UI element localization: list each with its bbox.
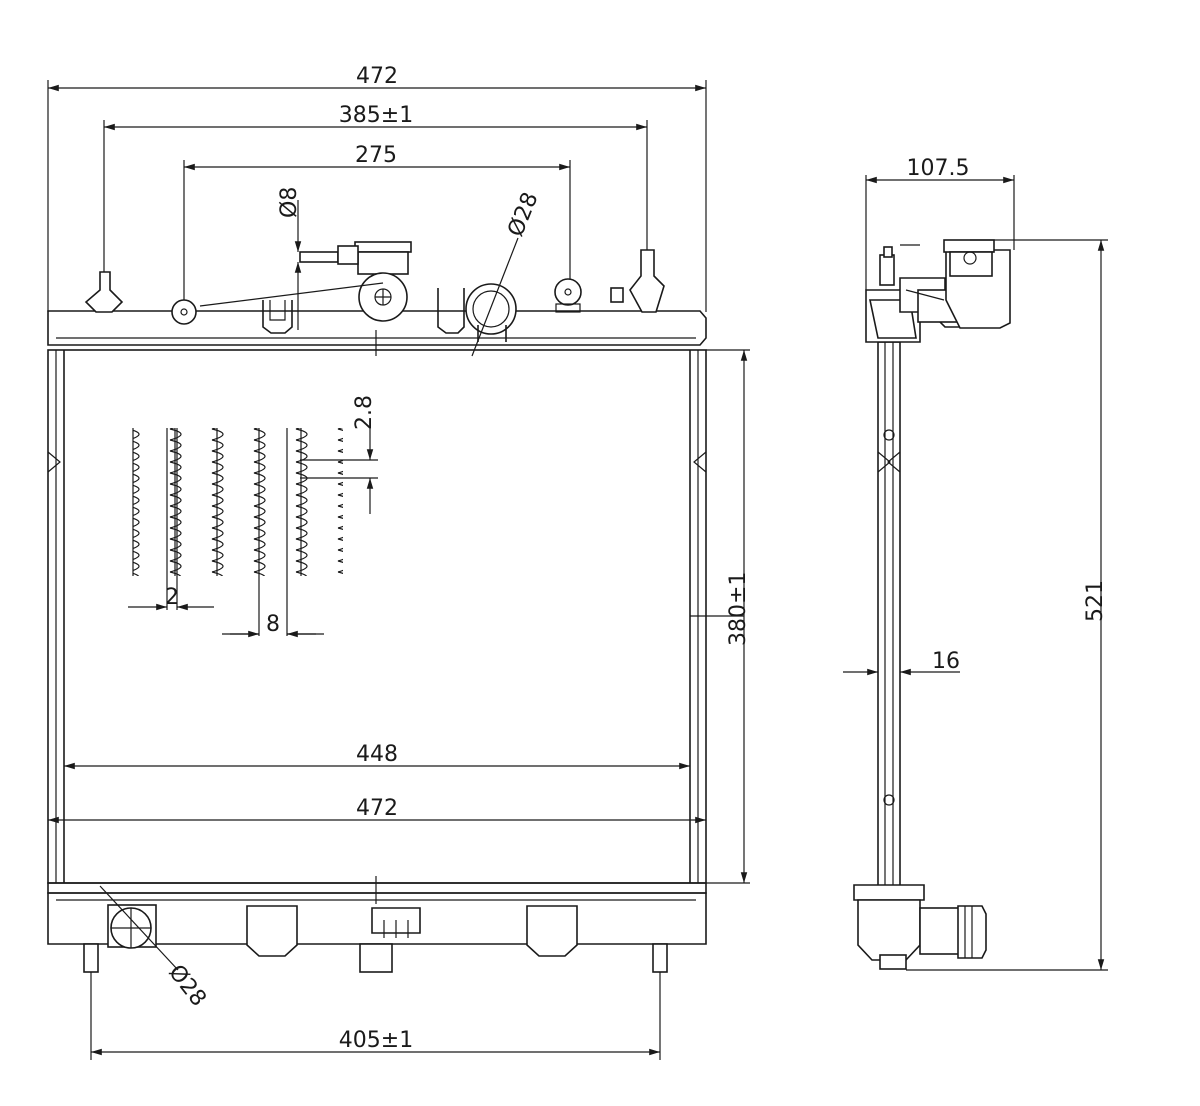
side-view: 107.5 521 16 — [843, 156, 1108, 971]
dim-472-mid-label: 472 — [356, 796, 398, 821]
side-bottom-tank — [853, 884, 987, 970]
dim-mount-pin-spacing: 385±1 — [103, 103, 648, 272]
dim-overall-width-top: 472 — [47, 64, 707, 312]
bottom-pin-right — [652, 943, 668, 973]
tube-pitch-label: 8 — [266, 612, 280, 637]
dim-d8-label: Ø8 — [277, 187, 302, 218]
dim-outlet-pipe-diameter: Ø8 — [277, 187, 302, 330]
bracket-right — [437, 288, 465, 334]
bottom-pin-left — [83, 943, 99, 973]
dim-107-label: 107.5 — [907, 156, 970, 181]
side-top-tank — [865, 239, 1011, 343]
radiator-core: 2.8 2 8 — [47, 330, 707, 904]
dim-core-height: 380±1 — [690, 349, 751, 884]
bottom-tank — [47, 882, 707, 973]
inlet-pipe-top — [465, 283, 517, 342]
dim-bottom-pin-spacing: 405±1 — [90, 972, 661, 1060]
dim-275-label: 275 — [355, 143, 397, 168]
tube-gap-label: 2 — [165, 585, 179, 610]
filler-cap — [299, 241, 412, 322]
fin-detail — [132, 428, 343, 636]
top-tank — [47, 241, 707, 346]
dim-d28-top-label: Ø28 — [503, 189, 543, 240]
dim-472-top-label: 472 — [356, 64, 398, 89]
dim-521-label: 521 — [1083, 580, 1108, 622]
mount-pin-left — [84, 271, 124, 313]
dim-core-width: 448 — [64, 742, 690, 770]
dim-side-height: 521 — [906, 239, 1108, 971]
dim-tank-width: 472 — [48, 796, 706, 824]
fin-pitch-label: 2.8 — [352, 395, 377, 430]
small-fitting — [610, 287, 624, 303]
mount-pin-right — [629, 249, 665, 313]
bracket-left — [262, 300, 293, 334]
outlet-pipe-bottom — [107, 904, 157, 949]
mount-block-left — [246, 905, 298, 957]
dim-16-label: 16 — [932, 649, 960, 674]
dim-385-label: 385±1 — [339, 103, 413, 128]
dim-380-label: 380±1 — [726, 572, 751, 646]
dim-d28-bottom-label: Ø28 — [163, 960, 211, 1011]
front-view: 2.8 2 8 — [47, 64, 751, 1060]
tab-left — [171, 299, 197, 325]
mount-block-right — [526, 905, 578, 957]
dim-405-label: 405±1 — [339, 1028, 413, 1053]
dim-side-depth: 107.5 — [865, 156, 1015, 290]
dim-448-label: 448 — [356, 742, 398, 767]
tab-right — [554, 278, 582, 306]
dim-tab-spacing: 275 — [183, 143, 571, 300]
dim-core-thickness: 16 — [843, 649, 960, 676]
